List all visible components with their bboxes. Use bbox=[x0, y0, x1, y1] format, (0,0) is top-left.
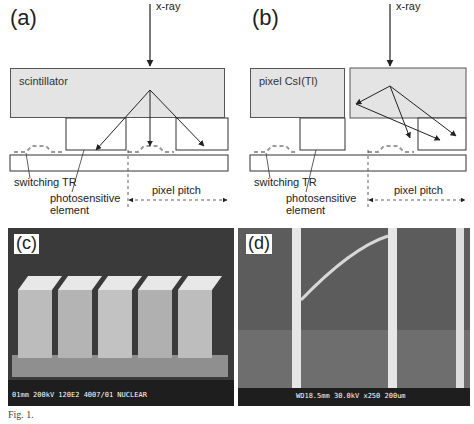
column-top bbox=[178, 276, 222, 290]
light-ray bbox=[390, 86, 410, 138]
light-ray bbox=[356, 86, 390, 104]
column-top bbox=[58, 276, 102, 290]
sem-info-bar bbox=[238, 388, 470, 406]
sem-wall bbox=[388, 228, 397, 388]
panel-letter: (a) bbox=[10, 6, 37, 30]
photosensitive-element bbox=[176, 118, 228, 150]
block-label: scintillator bbox=[11, 69, 224, 93]
leader-line bbox=[26, 153, 30, 178]
pitch-marker bbox=[128, 150, 129, 208]
beam-label: x-ray bbox=[156, 0, 180, 12]
panel-letter: (b) bbox=[252, 6, 279, 30]
leader-line bbox=[266, 153, 270, 178]
switching-transistor bbox=[14, 146, 62, 152]
sem-info-bar bbox=[8, 380, 234, 406]
figure-caption: Fig. 1. bbox=[8, 409, 34, 420]
column-top bbox=[138, 276, 182, 290]
pitch-dimension bbox=[129, 200, 227, 201]
part-label: switching TR bbox=[14, 176, 77, 188]
pitch-marker bbox=[368, 150, 369, 208]
switching-transistor bbox=[128, 146, 174, 152]
sem-floor bbox=[238, 330, 470, 388]
switching-transistor bbox=[368, 146, 414, 152]
photosensitive-element bbox=[66, 118, 126, 150]
x-ray-arrow bbox=[149, 4, 150, 66]
dimension-label: pixel pitch bbox=[392, 184, 445, 196]
photosensitive-element bbox=[418, 118, 466, 150]
block-label: pixel CsI(Tl) bbox=[251, 69, 344, 93]
sem-image bbox=[238, 228, 470, 406]
switching-transistor bbox=[254, 146, 298, 152]
beam-label: x-ray bbox=[396, 0, 420, 12]
column bbox=[138, 290, 172, 358]
column bbox=[98, 290, 132, 358]
part-label: switching TR bbox=[254, 176, 317, 188]
column bbox=[178, 290, 212, 358]
sem-wall bbox=[292, 228, 301, 388]
light-ray bbox=[390, 86, 456, 136]
x-ray-arrow bbox=[389, 4, 390, 66]
column bbox=[18, 290, 52, 358]
light-ray bbox=[356, 104, 440, 140]
sem-edge bbox=[301, 236, 388, 300]
column-top bbox=[18, 276, 62, 290]
sem-scale-info: WD18.5mm 30.0kV x250 200um bbox=[296, 393, 406, 401]
material-block: scintillator bbox=[10, 68, 225, 118]
sem-wall bbox=[456, 228, 464, 388]
panel-letter: (d) bbox=[246, 234, 272, 254]
column-top bbox=[98, 276, 142, 290]
sem-image bbox=[8, 228, 234, 406]
part-label: photosensitive element bbox=[286, 192, 376, 216]
material-block: pixel CsI(Tl) bbox=[250, 68, 345, 118]
pitch-dimension bbox=[369, 200, 465, 201]
substrate bbox=[250, 155, 466, 171]
photosensitive-element bbox=[300, 118, 345, 150]
dimension-label: pixel pitch bbox=[150, 184, 203, 196]
part-label: photosensitive element bbox=[50, 192, 140, 216]
substrate bbox=[10, 155, 228, 171]
column bbox=[58, 290, 92, 358]
pixel-block bbox=[350, 68, 466, 118]
sem-columns bbox=[18, 276, 222, 358]
panel-letter: (c) bbox=[14, 234, 39, 254]
sem-scale-info: 01mm 200kV 120E2 4007/01 NUCLEAR bbox=[12, 392, 147, 400]
sem-base bbox=[12, 355, 228, 377]
